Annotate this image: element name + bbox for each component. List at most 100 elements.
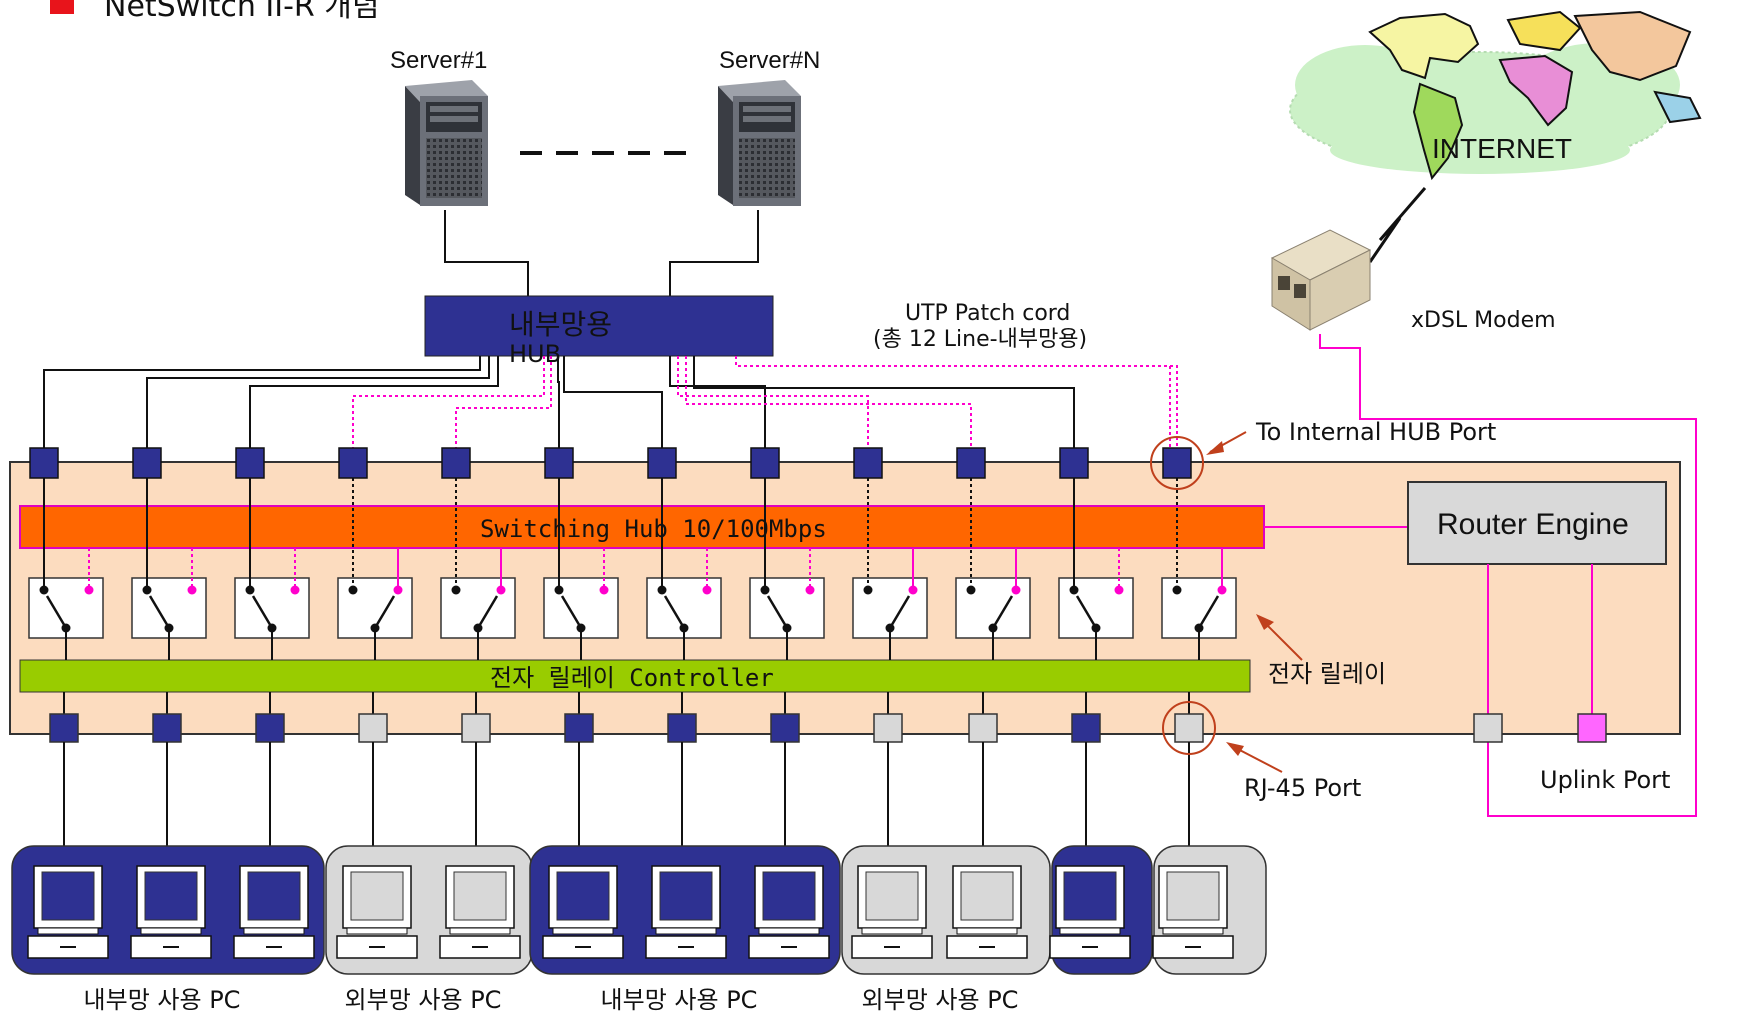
relay-terminal-right <box>84 585 94 595</box>
pc-stand <box>1162 927 1224 935</box>
relay <box>543 478 619 660</box>
rj45-port <box>667 713 697 743</box>
pc-stand <box>758 927 820 935</box>
patch-cord <box>455 356 552 450</box>
rj45-port <box>564 713 594 743</box>
switching-hub-bar <box>19 505 1265 549</box>
router-rj45-port <box>1473 713 1503 743</box>
pc-icon <box>645 865 727 959</box>
pc-stand <box>1059 927 1121 935</box>
pc-screen <box>41 871 95 921</box>
relay-arm <box>560 595 583 629</box>
pc-icon <box>27 865 109 959</box>
to-internal-hub-port-label: To Internal HUB Port <box>1255 418 1496 446</box>
relay <box>440 478 516 660</box>
relay <box>131 478 207 660</box>
patch-cord <box>669 356 766 450</box>
top-port <box>1162 447 1192 479</box>
relay <box>1161 478 1237 660</box>
relay-terminal-left <box>1172 585 1182 595</box>
relay-terminal-right <box>702 585 712 595</box>
patch-cord <box>249 356 499 450</box>
relay-arm <box>888 595 911 629</box>
relay-terminal-left <box>966 585 976 595</box>
rj45-port <box>873 713 903 743</box>
relay-terminal-left <box>863 585 873 595</box>
pc-group-label: 외부망 사용 PC <box>345 986 502 1014</box>
title-bullet <box>50 0 74 14</box>
pc-screen <box>556 871 610 921</box>
pc-screen <box>960 871 1014 921</box>
pc-stand <box>956 927 1018 935</box>
relay <box>28 478 104 660</box>
server-1-label: Server#1 <box>390 47 487 74</box>
pc-screen <box>350 871 404 921</box>
rj45-arrowhead <box>1226 742 1244 756</box>
relay-terminal-right <box>393 585 403 595</box>
pc-icon <box>439 865 521 959</box>
pc-screen <box>144 871 198 921</box>
pc-screen <box>659 871 713 921</box>
pc-group-internal: 내부망 사용 PC <box>529 845 841 1014</box>
uplink-port-label: Uplink Port <box>1540 766 1670 794</box>
relay-arm <box>476 595 499 629</box>
modem-label: xDSL Modem <box>1411 308 1556 333</box>
server-hub-links <box>444 210 759 296</box>
port-matrix: 내부망 사용 PC 외부망 사용 PC 내부망 사용 PC 외부망 사용 PC <box>11 356 1267 1014</box>
internet-cloud <box>1289 43 1680 174</box>
top-port <box>1059 447 1089 479</box>
internal-hub-sublabel: HUB <box>509 340 561 368</box>
internal-hub-label: 내부망용 <box>509 308 612 341</box>
pc-group-internal <box>1049 845 1153 975</box>
server-n-icon <box>718 80 801 206</box>
patch-cord <box>693 356 1075 450</box>
to-internal-hub-arrowhead <box>1206 441 1224 455</box>
relay-arm <box>991 595 1014 629</box>
pc-group-internal: 내부망 사용 PC <box>11 845 325 1014</box>
relay-terminal-right <box>187 585 197 595</box>
uplink-port <box>1577 713 1607 743</box>
relay-terminal-right <box>805 585 815 595</box>
utp-label: UTP Patch cord <box>905 301 1070 326</box>
relay-arm <box>766 595 789 629</box>
relay <box>337 478 413 660</box>
pc-icon <box>851 865 933 959</box>
pc-group-label: 외부망 사용 PC <box>862 986 1019 1014</box>
pc-screen <box>1166 871 1220 921</box>
relay-label: 전자 릴레이 <box>1268 660 1386 688</box>
pc-group-external <box>1152 845 1267 975</box>
pc-group-external: 외부망 사용 PC <box>325 845 533 1014</box>
pc-stand <box>449 927 511 935</box>
pc-screen <box>762 871 816 921</box>
pc-stand <box>243 927 305 935</box>
server-1-icon <box>405 80 488 206</box>
relay <box>852 478 928 660</box>
relay-arrowhead <box>1256 614 1274 630</box>
relay <box>955 478 1031 660</box>
relay-terminal-right <box>1011 585 1021 595</box>
world-map-icon <box>1368 10 1702 181</box>
top-port <box>132 447 162 479</box>
pc-screen <box>1063 871 1117 921</box>
relay-terminal-left <box>348 585 358 595</box>
server-n-label: Server#N <box>719 47 820 74</box>
patch-cord <box>43 356 481 450</box>
pc-screen <box>865 871 919 921</box>
relay-arm <box>148 595 171 629</box>
relay-terminal-left <box>760 585 770 595</box>
pc-stand <box>37 927 99 935</box>
relay-arm <box>251 595 274 629</box>
router-engine <box>1407 481 1667 565</box>
switching-hub-label: Switching Hub 10/100Mbps <box>480 515 827 543</box>
relay-terminal-left <box>554 585 564 595</box>
xdsl-modem-icon <box>1270 229 1372 331</box>
top-port <box>853 447 883 479</box>
relay-terminal-left <box>451 585 461 595</box>
relay-terminal-left <box>39 585 49 595</box>
patch-cord <box>146 356 490 450</box>
patch-cord <box>563 356 663 450</box>
relay-terminal-left <box>142 585 152 595</box>
top-port <box>647 447 677 479</box>
relay-terminal-right <box>290 585 300 595</box>
